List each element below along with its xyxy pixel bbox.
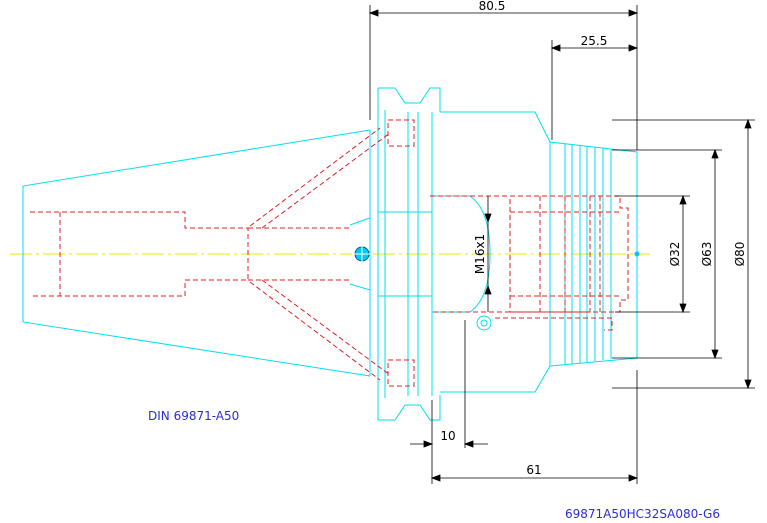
part-number-label: 69871A50HC32SA080-G6 [565, 507, 720, 521]
standard-label: DIN 69871-A50 [148, 409, 239, 423]
dim-length-total: 80.5 [479, 0, 506, 13]
dim-dia-bore: Ø32 [668, 242, 682, 267]
center-marker [352, 244, 640, 264]
dim-dia-max: Ø80 [733, 242, 747, 267]
dim-length-gauge: 61 [526, 463, 541, 477]
dim-thread: M16x1 [473, 234, 487, 274]
dim-length-clamp: 25.5 [581, 34, 608, 48]
dim-length-flange: 10 [440, 429, 455, 443]
dim-dia-body: Ø63 [700, 242, 714, 267]
hidden-lines [30, 119, 629, 387]
dimension-lines [368, 5, 755, 484]
